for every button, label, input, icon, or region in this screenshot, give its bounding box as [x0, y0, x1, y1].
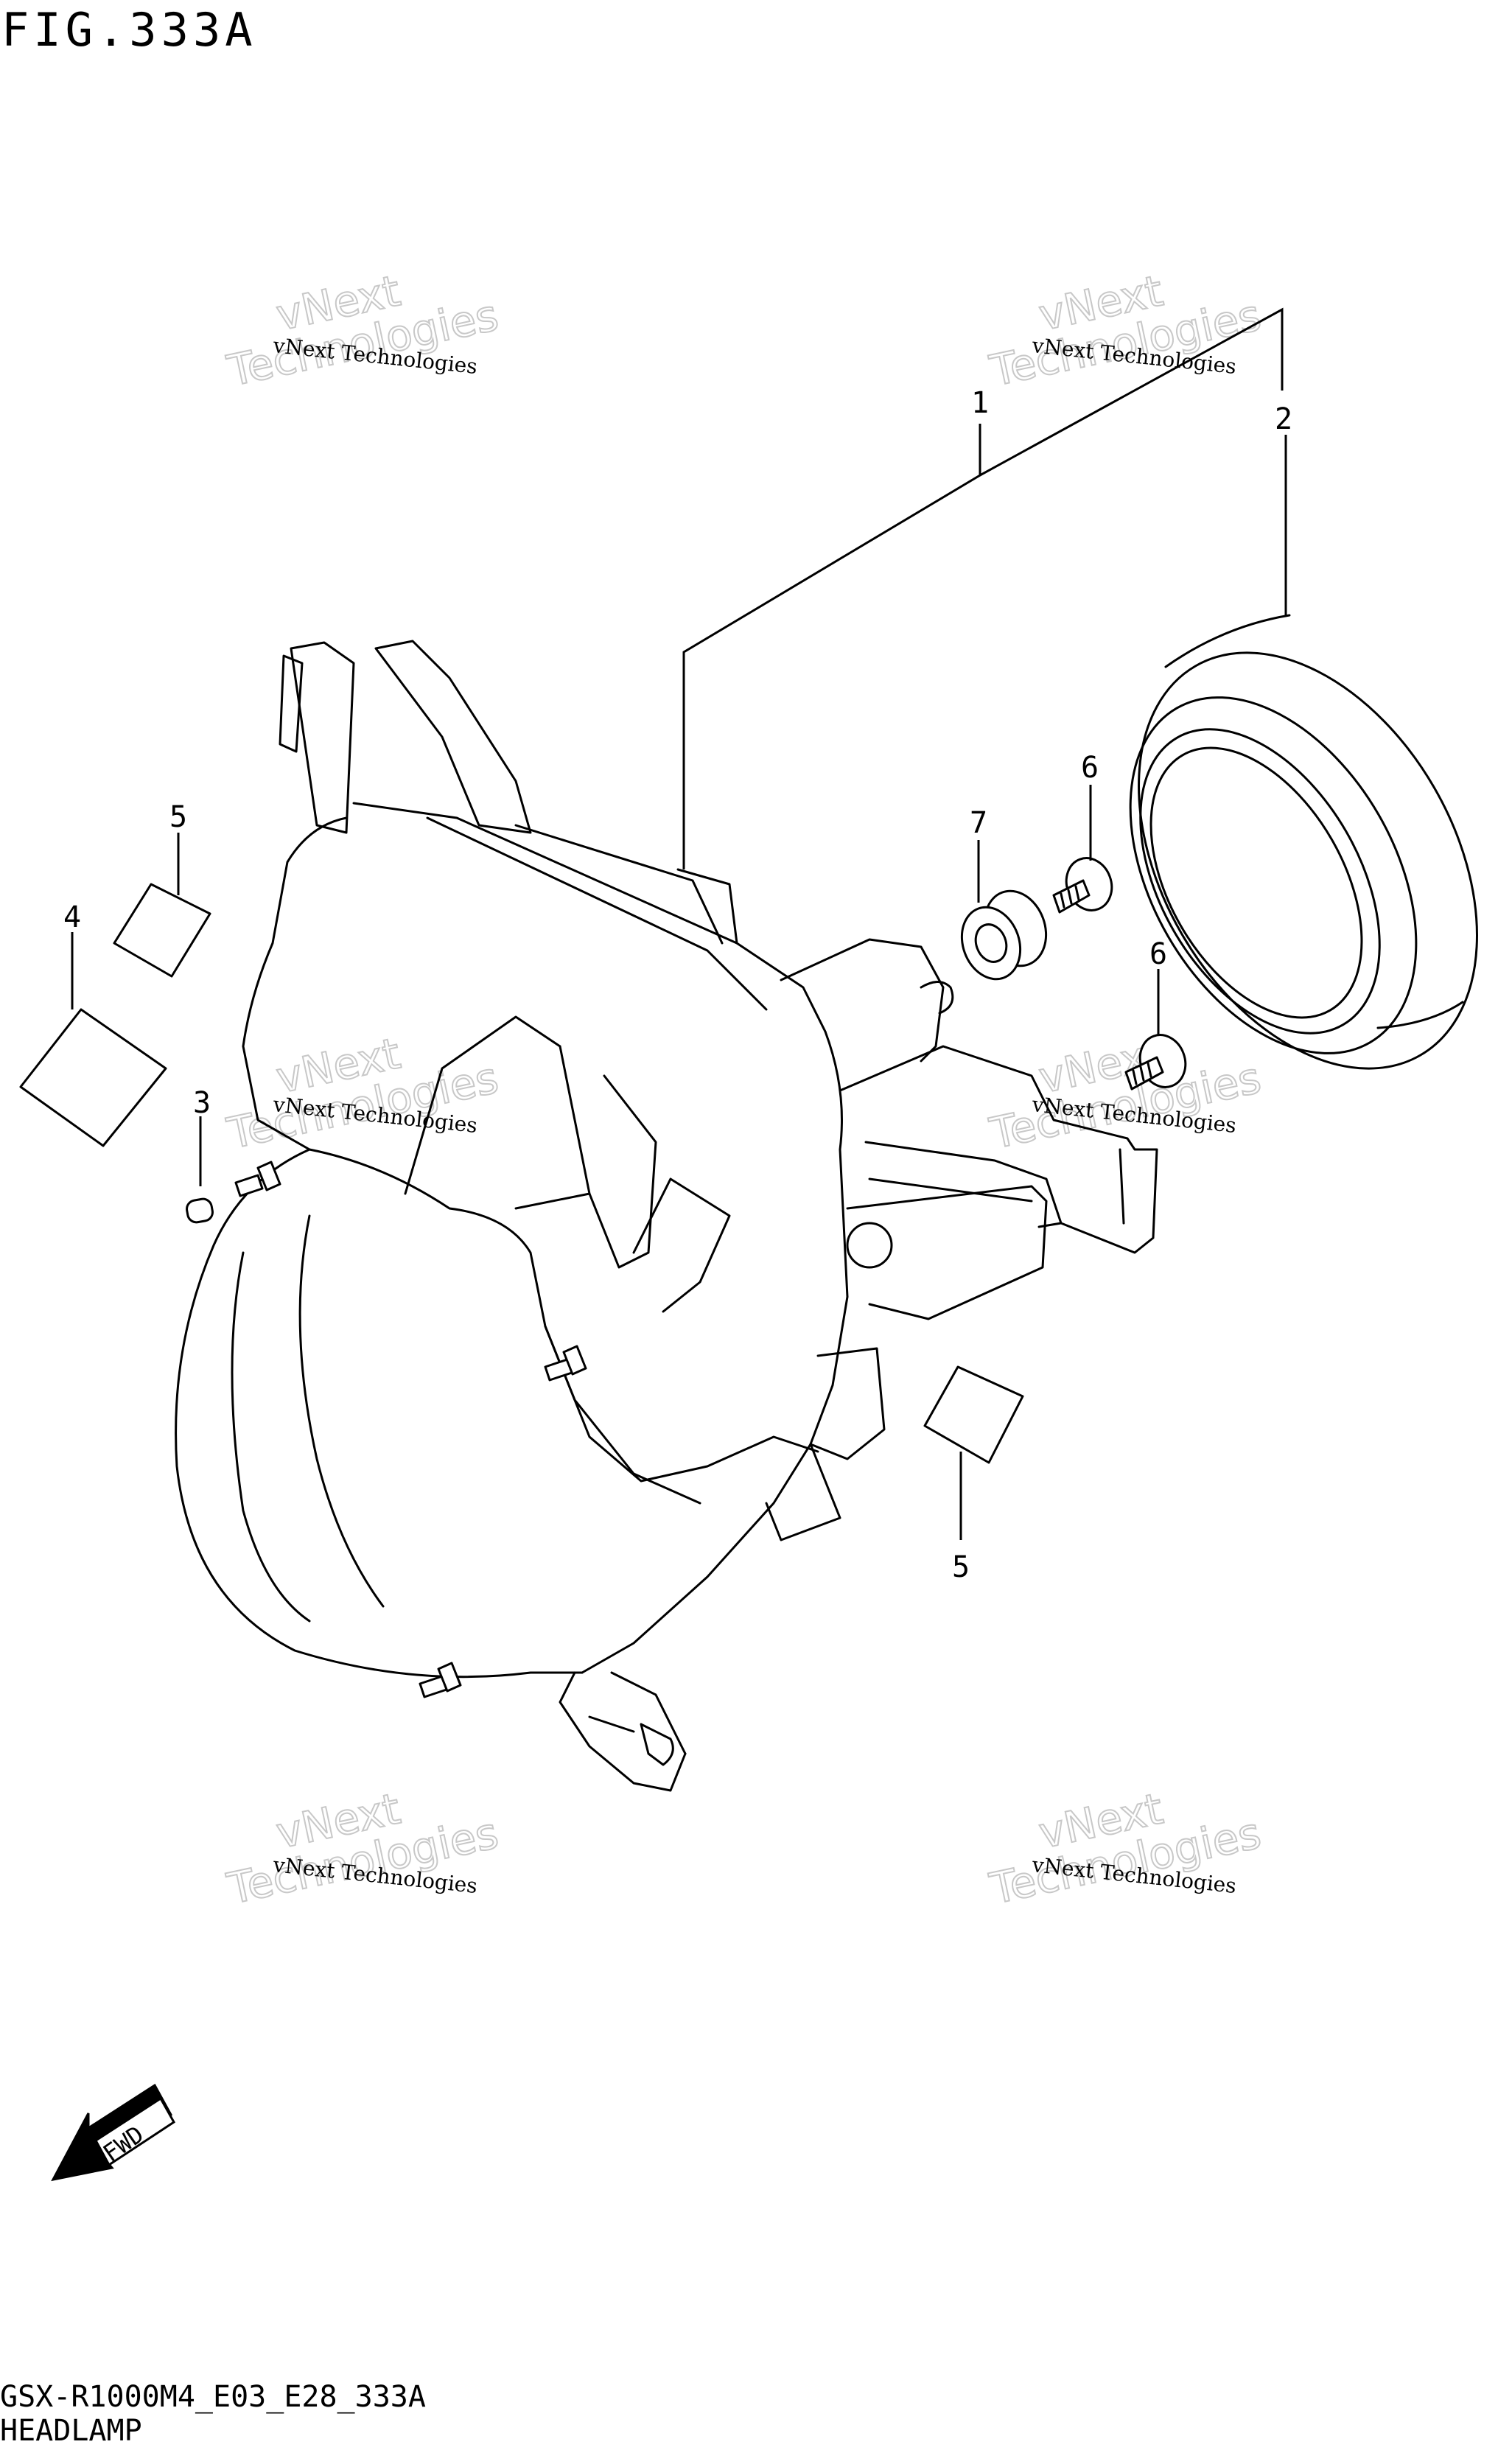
callout-5-upper: 5 — [169, 800, 187, 834]
figure-code: GSX-R1000M4_E03_E28_333A — [0, 2380, 426, 2414]
callout-2: 2 — [1275, 402, 1292, 436]
callout-1: 1 — [971, 386, 989, 420]
callout-5-lower: 5 — [952, 1550, 970, 1584]
part-4-label — [19, 1008, 167, 1147]
callout-6-lower: 6 — [1149, 937, 1167, 971]
leader-lines — [71, 307, 1287, 1540]
figure-title: FIG.333A — [1, 3, 257, 57]
fwd-arrow-icon: FWD — [51, 2083, 175, 2182]
callout-7: 7 — [970, 806, 987, 840]
callout-3: 3 — [193, 1086, 211, 1120]
part-2-rim — [1129, 614, 1478, 1070]
part-3-bulb — [186, 1197, 214, 1224]
part-6-screw-upper — [1052, 857, 1113, 914]
part-7-grommet — [960, 889, 1048, 981]
figure-name: HEADLAMP — [0, 2414, 142, 2446]
callout-6-upper: 6 — [1081, 751, 1099, 785]
watermark: vNext Technologies — [222, 1027, 503, 1159]
part-5-label-upper — [113, 883, 211, 978]
part-1-headlamp-assembly — [175, 640, 1158, 1792]
callouts: 1 2 3 4 5 5 6 6 7 — [63, 386, 1292, 1584]
watermark-group: vNext Technologies vNext Technologies vN… — [222, 265, 1266, 1914]
callout-4: 4 — [63, 900, 81, 934]
part-5-label-lower — [923, 1365, 1024, 1464]
part-6-screw-lower — [1124, 1034, 1187, 1091]
